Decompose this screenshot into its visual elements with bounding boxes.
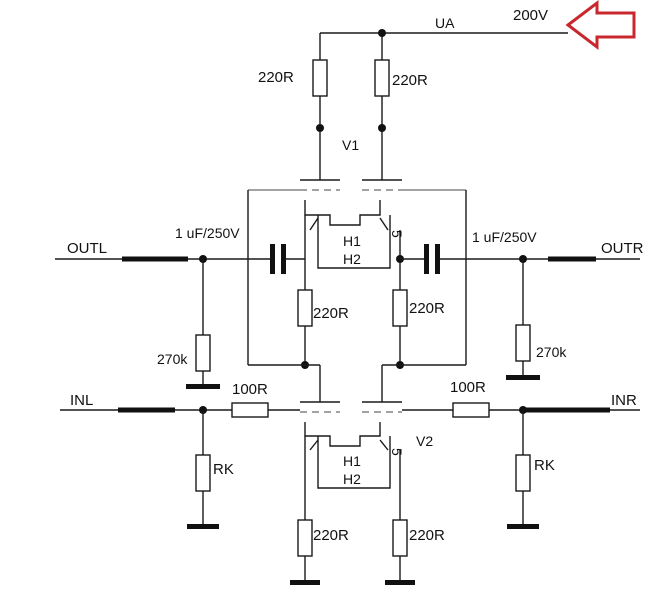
label-r-anode-left: 220R xyxy=(258,69,294,86)
resistor-load-right xyxy=(515,324,531,362)
capacitor-left xyxy=(270,244,286,274)
ground-left-mid xyxy=(187,524,219,529)
label-r-mid-right: 220R xyxy=(409,300,445,317)
ground-right-bottom xyxy=(385,580,415,585)
junction-dot xyxy=(316,124,324,132)
label-inl: INL xyxy=(70,392,93,409)
label-r-cath-left: 220R xyxy=(313,527,349,544)
tube-v1 xyxy=(247,179,467,365)
resistor-mid-left xyxy=(297,289,313,327)
label-r-cath-right: 220R xyxy=(409,527,445,544)
label-heater-top-2: H2 xyxy=(343,251,361,267)
resistor-mid-right xyxy=(392,289,408,327)
label-supply-voltage: 200V xyxy=(513,7,548,24)
label-pin-bottom: 5 xyxy=(389,448,405,456)
resistor-grid-left xyxy=(231,402,269,418)
resistor-anode-right xyxy=(374,59,390,97)
capacitor-right xyxy=(424,244,440,274)
label-heater-top-1: H1 xyxy=(343,233,361,249)
resistor-rk-left xyxy=(195,454,211,492)
ground-left-top xyxy=(186,384,220,389)
label-cap-left: 1 uF/250V xyxy=(175,225,240,241)
resistor-rk-right xyxy=(515,454,531,492)
label-heater-bottom-1: H1 xyxy=(343,453,361,469)
label-outl: OUTL xyxy=(67,240,107,257)
label-cap-right: 1 uF/250V xyxy=(472,229,537,245)
label-inr: INR xyxy=(611,392,637,409)
label-rk-left: RK xyxy=(213,461,234,478)
label-tube-v1: V1 xyxy=(342,137,359,153)
label-r-load-right: 270k xyxy=(536,344,567,360)
resistor-anode-left xyxy=(312,59,328,97)
resistor-load-left xyxy=(195,334,211,372)
label-outr: OUTR xyxy=(601,240,644,257)
ground-right-mid xyxy=(507,524,539,529)
label-rk-right: RK xyxy=(534,457,555,474)
label-r-grid-left: 100R xyxy=(232,381,268,398)
resistor-cath-right xyxy=(392,519,408,557)
label-r-load-left: 270k xyxy=(157,351,188,367)
tube-v2 xyxy=(300,401,402,489)
junction-dot xyxy=(378,29,386,37)
label-pin-top: 5 xyxy=(389,230,405,238)
resistor-grid-right xyxy=(452,402,490,418)
label-heater-bottom-2: H2 xyxy=(343,471,361,487)
supply-arrow-icon xyxy=(565,0,636,51)
label-tube-v2: V2 xyxy=(416,433,433,449)
ground-right-top xyxy=(506,375,540,380)
label-r-grid-right: 100R xyxy=(450,379,486,396)
label-r-anode-right: 220R xyxy=(392,72,428,89)
junction-dot xyxy=(378,124,386,132)
label-supply-rail: UA xyxy=(435,15,455,31)
resistor-cath-left xyxy=(297,519,313,557)
label-r-mid-left: 220R xyxy=(313,305,349,322)
ground-left-bottom xyxy=(290,580,320,585)
